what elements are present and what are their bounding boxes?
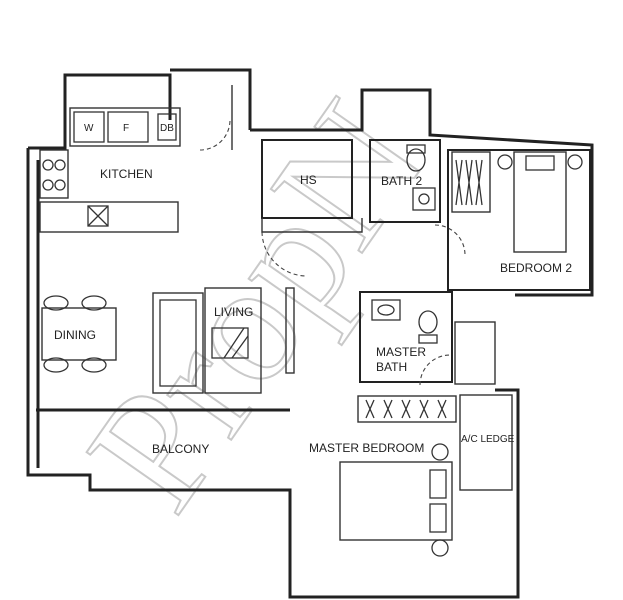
household-shelter: HS: [261, 139, 363, 277]
tv-console: [285, 287, 295, 374]
outer-walls: [26, 68, 594, 599]
living: LIVING: [152, 287, 295, 394]
kitchen: W F DB KITCHEN: [39, 85, 233, 233]
basin-icon: [371, 299, 401, 321]
coffee-table: [211, 327, 249, 359]
balcony: BALCONY: [152, 442, 209, 456]
bedside-lamp-icon: [497, 154, 513, 170]
kitchen-counter-top: [69, 107, 181, 147]
stove-counter: [39, 149, 69, 199]
hs-door-swing: [261, 231, 308, 277]
room-label-master-bath-line1: MASTER: [376, 345, 426, 359]
washer: [73, 111, 105, 143]
pillow: [429, 503, 447, 533]
pillow: [525, 155, 555, 171]
db-label: DB: [160, 123, 174, 134]
master-bath: MASTER BATH: [359, 291, 496, 386]
toilet-icon: [406, 148, 426, 172]
kitchen-island: [39, 201, 179, 233]
basin-icon: [412, 187, 436, 211]
room-label-ac-ledge: A/C LEDGE: [461, 434, 515, 445]
bed-double: [339, 461, 453, 541]
room-label-living: LIVING: [214, 305, 253, 319]
sink-icon: [87, 205, 109, 227]
dining: DINING: [41, 295, 117, 373]
master-wardrobe: [357, 395, 457, 423]
bath-2: BATH 2: [369, 139, 466, 256]
bedside-lamp-icon: [567, 154, 583, 170]
master-bath-door-swing: [419, 354, 451, 386]
bedroom-2: BEDROOM 2: [447, 149, 591, 291]
washer-label: W: [84, 123, 94, 134]
pillow: [429, 469, 447, 499]
sofa: [152, 292, 204, 394]
bed-single: [513, 151, 567, 253]
bedside-lamp-icon: [431, 443, 449, 461]
room-label-bath2: BATH 2: [381, 174, 422, 188]
fridge: [107, 111, 149, 143]
db-box: [157, 113, 177, 141]
ac-ledge: A/C LEDGE: [459, 394, 515, 491]
dining-chair: [43, 357, 69, 373]
dining-chair: [81, 357, 107, 373]
bath2-door-swing: [434, 224, 466, 256]
room-label-bedroom2: BEDROOM 2: [500, 261, 572, 275]
shower-area: [454, 321, 496, 385]
dining-chair: [43, 295, 69, 311]
room-label-kitchen: KITCHEN: [100, 167, 153, 181]
master-bedroom: MASTER BEDROOM: [309, 395, 457, 557]
dining-chair: [81, 295, 107, 311]
ac-ledge-outline: [459, 394, 513, 491]
room-label-dining: DINING: [54, 328, 96, 342]
stove-burner-icon: [42, 179, 54, 191]
room-label-hs: HS: [300, 173, 317, 187]
bedside-lamp-icon: [431, 539, 449, 557]
dining-table: [41, 307, 117, 361]
living-area-outline: [204, 287, 262, 394]
room-label-master-bath-line2: BATH: [376, 360, 407, 374]
stove-burner-icon: [54, 179, 66, 191]
room-label-balcony: BALCONY: [152, 442, 209, 456]
stove-burner-icon: [54, 159, 66, 171]
kitchen-door-swing: [199, 119, 231, 151]
stove-burner-icon: [42, 159, 54, 171]
room-label-master-bedroom: MASTER BEDROOM: [309, 441, 424, 455]
fridge-label: F: [123, 123, 129, 134]
toilet-icon: [418, 310, 438, 334]
wardrobe: [451, 151, 491, 213]
